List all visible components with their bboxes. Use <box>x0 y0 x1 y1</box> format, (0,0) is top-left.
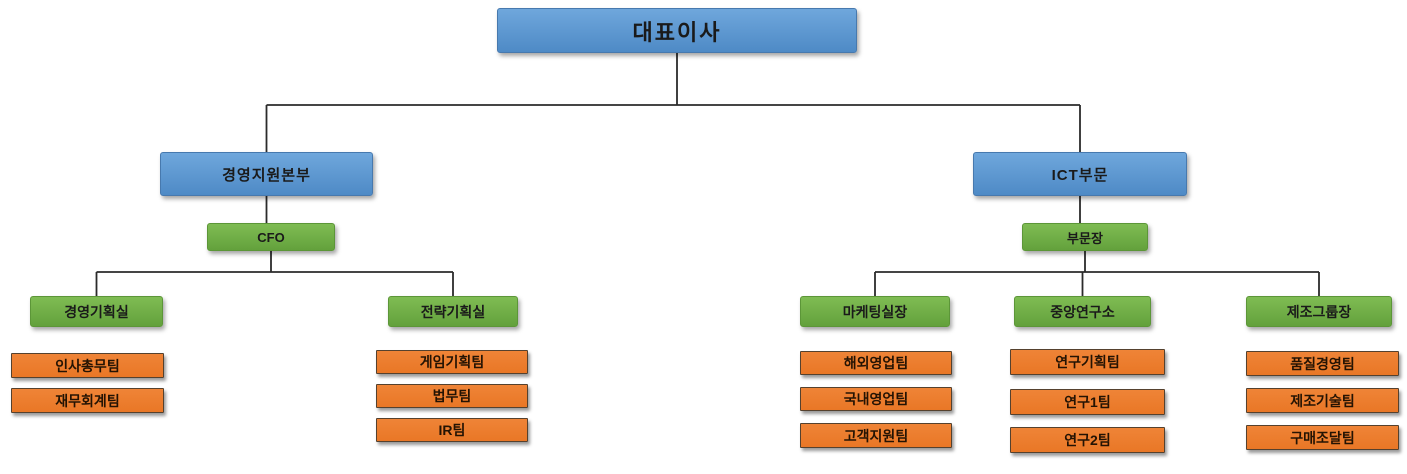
org-node-mfg-tech-team: 제조기술팀 <box>1246 388 1399 413</box>
org-node-research-planning-team: 연구기획팀 <box>1010 349 1165 375</box>
org-node-overseas-sales-team: 해외영업팀 <box>800 351 952 375</box>
org-node-research-team-2: 연구2팀 <box>1010 427 1165 453</box>
org-node-game-planning-team: 게임기획팀 <box>376 350 528 374</box>
org-node-marketing-office: 마케팅실장 <box>800 296 950 327</box>
org-node-research-team-1: 연구1팀 <box>1010 389 1165 415</box>
org-node-strategy-planning: 전략기획실 <box>388 296 518 327</box>
org-node-central-lab: 중앙연구소 <box>1014 296 1151 327</box>
org-node-finance-team: 재무회계팀 <box>11 388 164 413</box>
org-node-hr-team: 인사총무팀 <box>11 353 164 378</box>
org-node-customer-support-team: 고객지원팀 <box>800 423 952 448</box>
org-node-ict-division: ICT부문 <box>973 152 1187 196</box>
org-node-legal-team: 법무팀 <box>376 384 528 408</box>
org-node-procurement-team: 구매조달팀 <box>1246 425 1399 450</box>
org-node-ir-team: IR팀 <box>376 418 528 442</box>
org-node-division-head: 부문장 <box>1022 223 1148 251</box>
org-node-cfo: CFO <box>207 223 335 251</box>
org-node-mfg-group: 제조그룹장 <box>1246 296 1392 327</box>
org-node-domestic-sales-team: 국내영업팀 <box>800 387 952 411</box>
org-node-ceo: 대표이사 <box>497 8 857 53</box>
org-node-mgmt-planning: 경영기획실 <box>30 296 163 327</box>
org-node-mgmt-division: 경영지원본부 <box>160 152 373 196</box>
org-node-quality-team: 품질경영팀 <box>1246 351 1399 376</box>
